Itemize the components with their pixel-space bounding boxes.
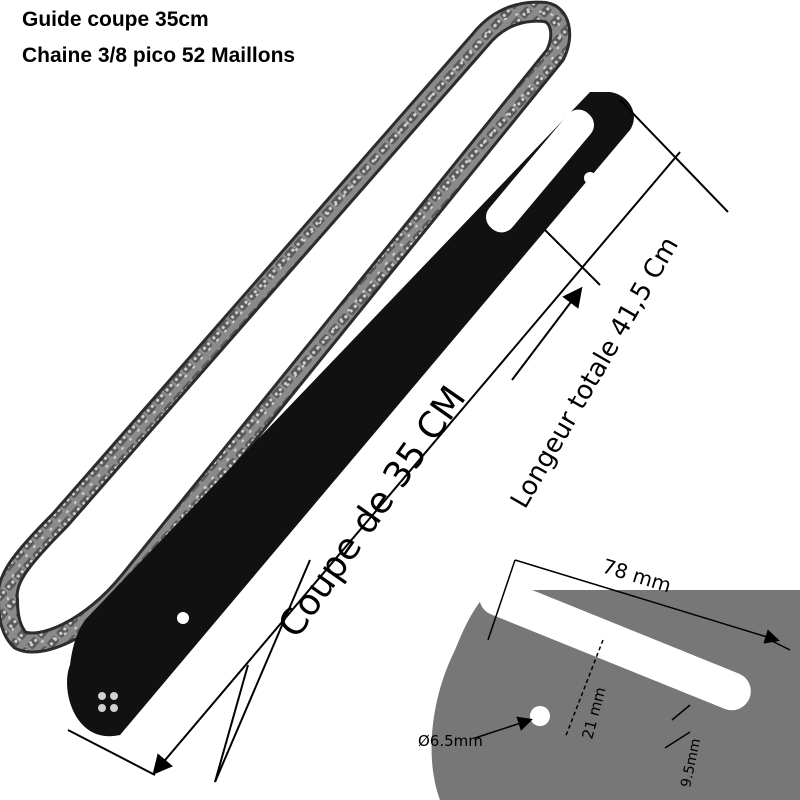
sprocket-nose — [98, 692, 118, 712]
detail-hole-lower — [530, 706, 550, 726]
product-title-line2: Chaine 3/8 pico 52 Maillons — [22, 44, 296, 67]
product-title-line1: Guide coupe 35cm — [22, 8, 209, 31]
detail-slot — [479, 577, 751, 711]
saw-chain — [0, 0, 572, 654]
cut-length-dimension — [214, 229, 601, 783]
guide-bar — [67, 92, 634, 737]
rivet-hole — [177, 612, 189, 624]
hole-diameter-label: Ø6.5mm — [418, 732, 483, 750]
detail-hole-upper — [583, 624, 603, 644]
total-length-dimension — [67, 99, 729, 776]
mount-hole — [560, 140, 570, 150]
total-length-label: Longeur totale 41,5 Cm — [505, 232, 685, 513]
mount-slot — [486, 109, 594, 233]
mount-detail — [431, 559, 800, 800]
mount-hole-2 — [584, 172, 596, 184]
